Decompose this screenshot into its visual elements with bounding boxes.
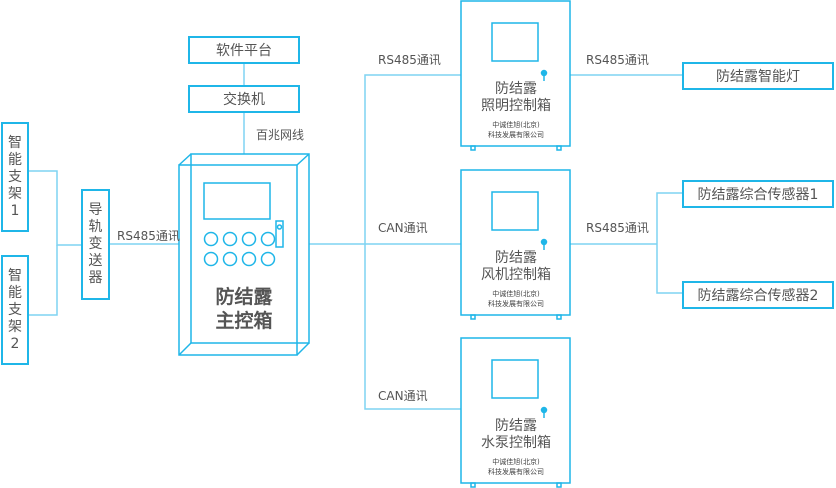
company-name-line2: 科技发展有限公司 <box>488 300 544 308</box>
control-boxes-graphics <box>460 0 571 488</box>
node-label-char: 能 <box>8 151 22 168</box>
node-label: 交换机 <box>223 92 265 108</box>
box-title-line1: 防结露 <box>495 250 537 266</box>
fan-box-outline <box>460 169 571 316</box>
node-label-char: 支 <box>8 168 22 185</box>
node-label-char: 变 <box>88 236 103 252</box>
lighting-box-outline <box>460 0 571 147</box>
node-label-char: 架 <box>8 185 22 202</box>
link-label-can-fan: CAN通讯 <box>378 221 428 235</box>
button-icon <box>260 251 276 267</box>
button-icon <box>241 231 257 247</box>
main-title-line1: 防结露 <box>215 286 273 308</box>
button-icon <box>222 251 238 267</box>
main-box-buttons <box>203 231 276 267</box>
box-title-line2: 水泵控制箱 <box>481 435 551 451</box>
node-rail-transmitter[interactable]: 导 轨 变 送 器 <box>81 189 110 300</box>
button-icon <box>203 251 219 267</box>
node-label: 软件平台 <box>216 43 272 59</box>
box-title-line1: 防结露 <box>495 81 537 97</box>
box-title-line1: 防结露 <box>495 418 537 434</box>
main-box-wireframe <box>178 153 310 356</box>
node-sensor-2[interactable]: 防结露综合传感器2 <box>682 281 834 309</box>
company-name-line1: 中诚佳旭(北京) <box>492 290 540 298</box>
foot-icon <box>556 482 562 488</box>
node-software-platform[interactable]: 软件平台 <box>188 36 300 64</box>
lighting-control-box[interactable]: 防结露 照明控制箱 中诚佳旭(北京) 科技发展有限公司 <box>462 81 570 140</box>
node-label-char: 智 <box>8 134 22 151</box>
link-label-can-pump: CAN通讯 <box>378 389 428 403</box>
connector-bus-lighting <box>364 74 461 410</box>
connections <box>28 63 683 410</box>
node-label-char: 送 <box>88 253 103 269</box>
node-label: 防结露综合传感器1 <box>697 187 819 203</box>
node-label: 防结露综合传感器2 <box>697 288 819 304</box>
main-box-screen <box>203 182 271 220</box>
main-title-line2: 主控箱 <box>215 310 273 332</box>
foot-icon <box>470 482 476 488</box>
main-box-front <box>178 164 298 356</box>
box-title-line2: 风机控制箱 <box>481 267 551 283</box>
pump-control-box[interactable]: 防结露 水泵控制箱 中诚佳旭(北京) 科技发展有限公司 <box>462 418 570 477</box>
node-label-char: 能 <box>8 284 22 301</box>
foot-icon <box>556 145 562 151</box>
link-label-rs485-transmitter: RS485通讯 <box>117 229 180 243</box>
lock-icons <box>540 69 548 418</box>
main-box-back <box>190 153 310 344</box>
door-handle-icon <box>275 220 284 248</box>
link-label-rs485-lighting: RS485通讯 <box>378 53 441 67</box>
button-icon <box>203 231 219 247</box>
fan-box-screen <box>491 191 539 231</box>
link-label-ethernet: 百兆网线 <box>256 128 305 142</box>
fan-control-box[interactable]: 防结露 风机控制箱 中诚佳旭(北京) 科技发展有限公司 <box>462 250 570 309</box>
pump-box-screen <box>491 359 539 399</box>
foot-icon <box>470 314 476 320</box>
button-icon <box>241 251 257 267</box>
link-label-rs485-sensors: RS485通讯 <box>586 221 649 235</box>
main-control-box-title[interactable]: 防结露 主控箱 <box>190 285 298 333</box>
button-icon <box>222 231 238 247</box>
company-name-line2: 科技发展有限公司 <box>488 131 544 139</box>
node-label-char: 器 <box>88 270 103 286</box>
keyhole-icon <box>276 224 283 230</box>
node-sensor-1[interactable]: 防结露综合传感器1 <box>682 180 834 208</box>
connector-sensor-branch <box>656 192 683 294</box>
node-label-char: 2 <box>10 335 20 352</box>
node-label-char: 支 <box>8 301 22 318</box>
box-title-line2: 照明控制箱 <box>481 98 551 114</box>
company-name-line1: 中诚佳旭(北京) <box>492 458 540 466</box>
node-switch[interactable]: 交换机 <box>188 85 300 113</box>
node-smart-lamp[interactable]: 防结露智能灯 <box>682 62 834 90</box>
node-label-char: 架 <box>8 318 22 335</box>
connector-bracket2 <box>28 245 58 316</box>
pump-box-outline <box>460 337 571 484</box>
node-label-char: 智 <box>8 267 22 284</box>
foot-icon <box>470 145 476 151</box>
button-icon <box>260 231 276 247</box>
node-label-char: 轨 <box>88 219 103 235</box>
foot-icon <box>556 314 562 320</box>
link-label-rs485-lamp: RS485通讯 <box>586 53 649 67</box>
company-name-line2: 科技发展有限公司 <box>488 468 544 476</box>
node-label: 防结露智能灯 <box>716 69 800 85</box>
node-smart-bracket-1[interactable]: 智 能 支 架 1 <box>1 122 29 232</box>
connector-bracket1 <box>28 170 82 246</box>
lighting-box-screen <box>491 22 539 62</box>
node-label-char: 导 <box>88 202 103 218</box>
node-label-char: 1 <box>10 202 20 219</box>
node-smart-bracket-2[interactable]: 智 能 支 架 2 <box>1 255 29 365</box>
company-name-line1: 中诚佳旭(北京) <box>492 121 540 129</box>
